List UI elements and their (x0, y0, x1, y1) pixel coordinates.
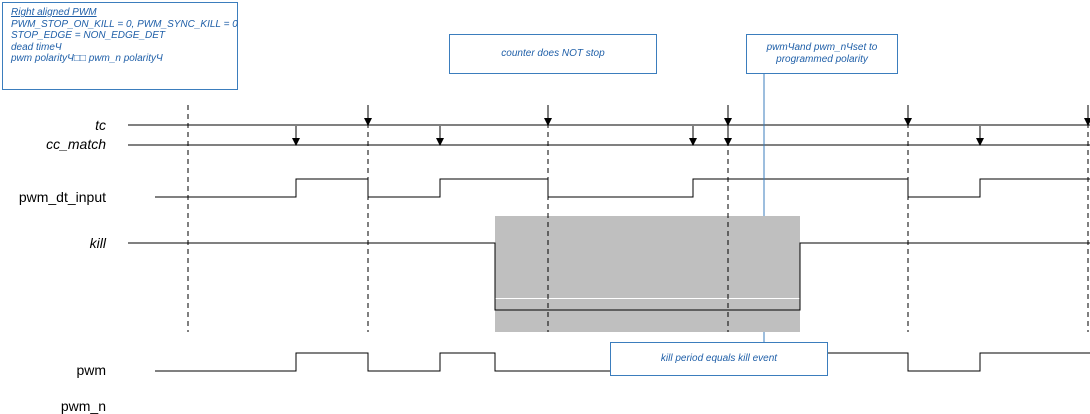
kill-waveform (128, 242, 1090, 311)
kill-shaded-region (495, 299, 800, 332)
signal-label-pwm-dt-input: pwm_dt_input (18, 189, 106, 205)
signal-label-kill: kill (89, 235, 106, 251)
config-line: pwm polarityЧ□□ pwm_n polarityЧ (11, 53, 163, 64)
tc-arrows (364, 105, 1090, 126)
configuration-note: Right aligned PWM PWM_STOP_ON_KILL = 0, … (2, 2, 238, 90)
signal-label-cc-match: cc_match (46, 136, 106, 152)
config-line: dead timeЧ (11, 41, 62, 53)
counter-callout: counter does NOT stop (449, 34, 657, 74)
pwm-dt-input-waveform (155, 178, 1090, 198)
kill-period-region (495, 216, 800, 298)
signal-label-pwm-n: pwm_n (60, 398, 106, 414)
cc-match-arrows (292, 126, 984, 146)
polarity-callout-text: pwmЧand pwm_nЧset to programmed polarity (766, 42, 878, 65)
signal-label-pwm: pwm (76, 362, 106, 378)
counter-callout-text: counter does NOT stop (501, 48, 605, 59)
config-line: PWM_STOP_ON_KILL = 0, PWM_SYNC_KILL = 0 (11, 18, 238, 30)
signal-label-tc: tc (95, 117, 106, 133)
pwm-waveform (155, 352, 1090, 372)
waveform-canvas (128, 74, 1090, 372)
config-title: Right aligned PWM (11, 7, 97, 18)
period-markers (187, 105, 1089, 332)
kill-period-callout-text: kill period equals kill event (660, 353, 778, 364)
config-line: STOP_EDGE = NON_EDGE_DET (11, 30, 166, 41)
kill-period-callout: kill period equals kill event (610, 342, 828, 376)
polarity-callout: pwmЧand pwm_nЧset to programmed polarity (746, 34, 898, 74)
